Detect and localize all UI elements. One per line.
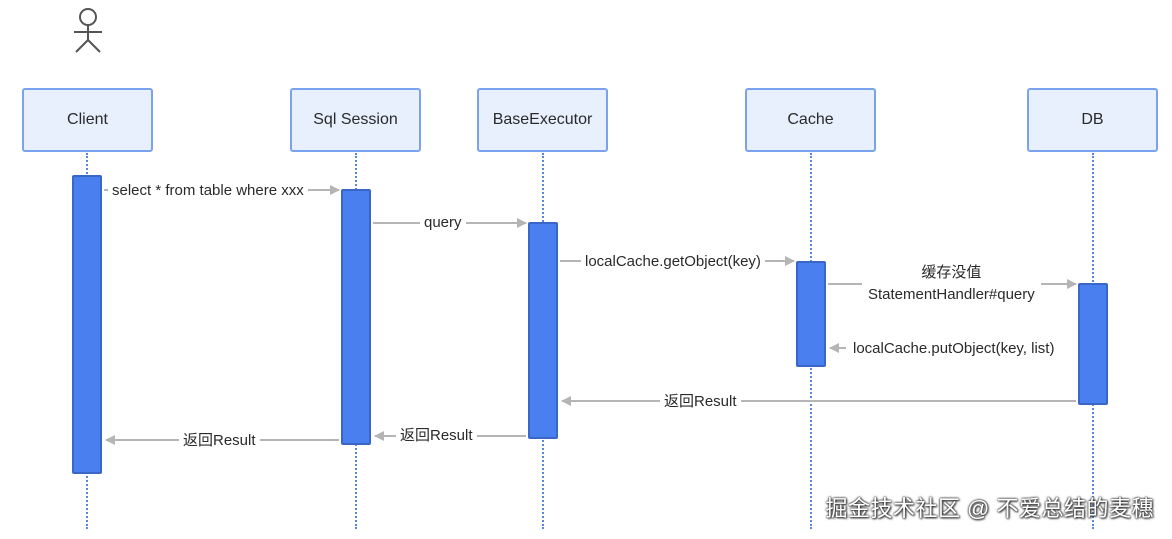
message-statement-handler-text: StatementHandler#query	[868, 286, 1035, 303]
message-cache-miss-text: 缓存没值	[921, 264, 982, 281]
message-select-text: select * from table where xxx	[112, 182, 304, 199]
message-return-executor-text: 返回Result	[400, 427, 473, 444]
actor-icon	[68, 6, 108, 61]
message-return-db-text: 返回Result	[664, 393, 737, 410]
participant-db[interactable]: DB	[1027, 88, 1158, 152]
activation-sql-session	[341, 189, 371, 445]
message-put-object: localCache.putObject(key, list)	[849, 339, 1059, 358]
watermark: 掘金技术社区 @ 不爱总结的麦穗	[825, 496, 1154, 521]
activation-base-executor	[528, 222, 558, 439]
participant-base-executor-label: BaseExecutor	[492, 111, 593, 128]
participant-client-label: Client	[67, 111, 108, 128]
activation-db	[1078, 283, 1108, 405]
message-return-session-text: 返回Result	[183, 432, 256, 449]
participant-sql-session-label: Sql Session	[313, 111, 398, 128]
participant-cache-label: Cache	[787, 111, 834, 128]
participant-client[interactable]: Client	[22, 88, 153, 152]
message-query-text: query	[424, 214, 462, 231]
message-get-object-text: localCache.getObject(key)	[585, 253, 761, 270]
message-query: query	[420, 213, 466, 232]
participant-db-label: DB	[1081, 111, 1104, 128]
participant-cache[interactable]: Cache	[745, 88, 876, 152]
message-get-object: localCache.getObject(key)	[581, 252, 765, 271]
participant-sql-session[interactable]: Sql Session	[290, 88, 421, 152]
activation-client	[72, 175, 102, 474]
activation-cache	[796, 261, 826, 367]
message-return-executor: 返回Result	[396, 426, 477, 445]
message-return-session: 返回Result	[179, 431, 260, 450]
message-put-object-text: localCache.putObject(key, list)	[853, 340, 1055, 357]
participant-base-executor[interactable]: BaseExecutor	[477, 88, 608, 152]
message-statement-handler: 缓存没值 StatementHandler#query	[862, 262, 1041, 306]
message-return-db: 返回Result	[660, 392, 741, 411]
message-select: select * from table where xxx	[108, 181, 308, 200]
